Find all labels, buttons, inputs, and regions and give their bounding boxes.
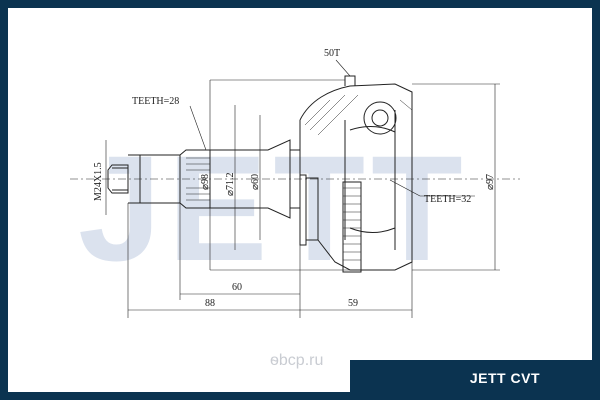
label-thread: M24X1.5	[93, 162, 104, 201]
label-dia-98: ⌀98	[200, 174, 211, 190]
site-watermark: ѳbcp.ru	[270, 352, 324, 369]
footer-band	[350, 360, 600, 400]
label-dia-71: ⌀71.2	[225, 172, 236, 196]
label-dia-97: ⌀97	[485, 174, 496, 190]
label-dia-60: ⌀60	[250, 174, 261, 190]
label-len-60: 60	[232, 282, 242, 293]
brand-label: JETT CVT	[469, 370, 540, 386]
callout-50t: 50T	[324, 48, 340, 59]
watermark-jett: JETT	[78, 124, 469, 292]
label-teeth-32: TEETH=32	[424, 194, 471, 205]
label-teeth-28: TEETH=28	[132, 96, 179, 107]
label-len-59: 59	[348, 298, 358, 309]
label-len-88: 88	[205, 298, 215, 309]
